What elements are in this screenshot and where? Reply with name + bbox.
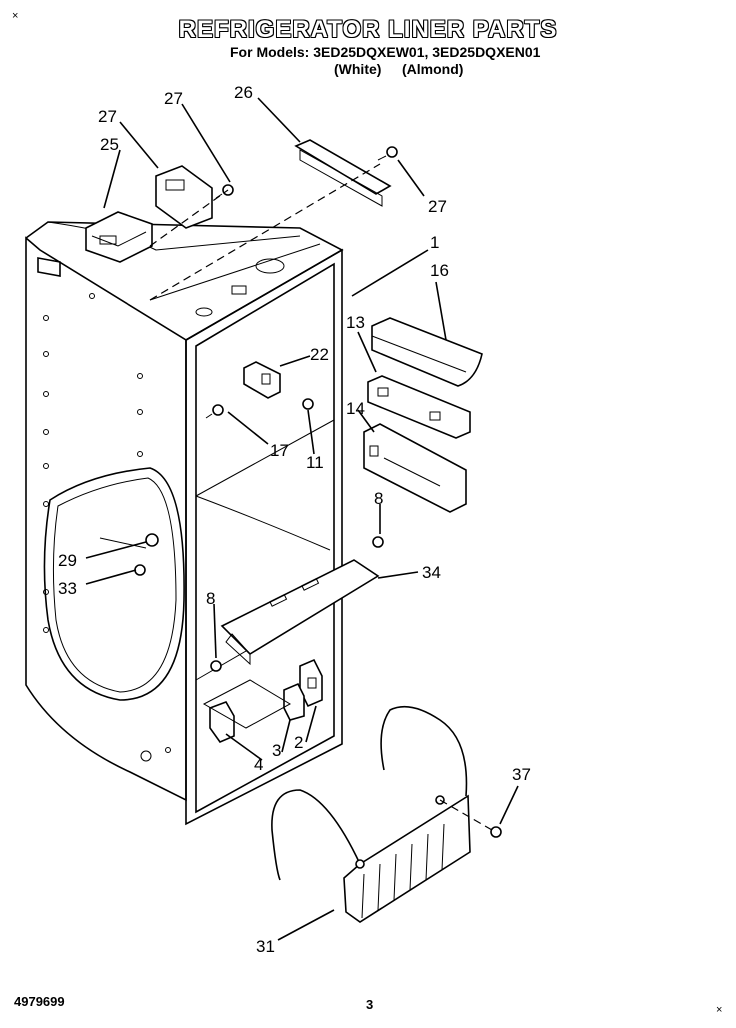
part-16-cover [371, 317, 483, 387]
callout-16: 16 [430, 261, 449, 280]
callout-1: 1 [430, 233, 439, 252]
callout-labels: 27 27 25 26 27 1 16 13 14 22 17 11 8 34 … [58, 83, 531, 956]
callout-25: 27 [98, 107, 117, 126]
part-37-screw [490, 826, 502, 838]
callout-27-right: 27 [428, 197, 447, 216]
part-27-screw-right [377, 146, 398, 161]
callout-31: 31 [256, 937, 275, 956]
variant-almond-label: (Almond) [402, 61, 464, 77]
callout-27-top: 27 [164, 89, 183, 108]
callout-29: 29 [58, 551, 77, 570]
part-17-clip [205, 404, 224, 419]
leader-lines [85, 97, 519, 941]
callout-13: 13 [346, 313, 365, 332]
callout-26: 26 [234, 83, 253, 102]
part-8-screw-upper [372, 536, 384, 548]
callout-8-upper: 8 [374, 489, 383, 508]
part-31-heater [271, 705, 471, 923]
corner-mark-top-left: × [12, 10, 19, 22]
callout-4: 4 [254, 755, 263, 774]
part-14-control [363, 423, 467, 513]
part-29-clip [99, 533, 159, 549]
callout-17: 17 [270, 441, 289, 460]
part-3-bracket [283, 682, 305, 721]
callout-33: 33 [58, 579, 77, 598]
part-4-bracket [209, 701, 235, 743]
part-25-bracket [155, 165, 213, 229]
part-26-channel [294, 139, 392, 207]
part-24-damper-housing [85, 211, 153, 263]
callout-11: 11 [306, 453, 324, 472]
page-title: REFRIGERATOR LINER PARTS [178, 16, 558, 43]
page-number: 3 [366, 997, 374, 1012]
side-wall-holes [43, 293, 171, 762]
corner-mark-bottom-right: × [716, 1004, 723, 1016]
variant-white-label: (White) [334, 61, 382, 77]
part-13-housing [367, 375, 471, 439]
part-34-cover [220, 559, 380, 666]
models-line: For Models: 3ED25DQXEW01, 3ED25DQXEN01 [230, 44, 541, 60]
part-22-bracket [243, 361, 281, 399]
part-11-screw [302, 398, 314, 410]
part-33-clip [134, 564, 146, 576]
callout-34: 34 [422, 563, 441, 582]
document-number: 4979699 [14, 994, 65, 1009]
part-8-screw-lower [210, 660, 222, 672]
callout-22: 22 [310, 345, 329, 364]
callout-24: 25 [100, 135, 119, 154]
callout-37: 37 [512, 765, 531, 784]
callout-2: 2 [294, 733, 303, 752]
callout-3: 3 [272, 741, 281, 760]
callout-8-lower: 8 [206, 589, 215, 608]
callout-14: 14 [346, 399, 365, 418]
